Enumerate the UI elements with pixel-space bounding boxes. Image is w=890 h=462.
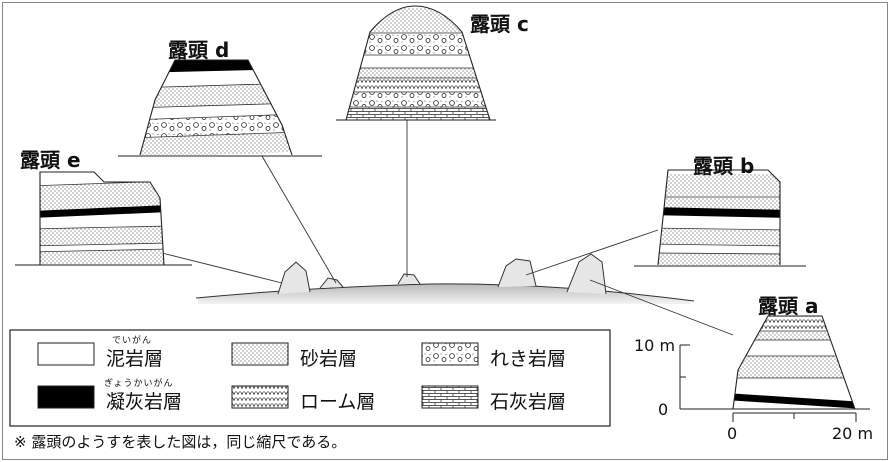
outcrop-label-a: 露頭 a — [758, 294, 819, 318]
scale-horizontal-right: 20 m — [832, 424, 874, 443]
legend-ruby-mudstone: でいがん — [112, 336, 153, 346]
legend-swatch-limestone — [421, 385, 479, 409]
scale-note: ※ 露頭のようすを表した図は，同じ縮尺である。 — [14, 433, 347, 451]
outcrop-a — [690, 315, 870, 410]
outcrop-label-d: 露頭 d — [168, 38, 230, 62]
outcrop-label-c: 露頭 c — [470, 12, 529, 36]
legend-swatch-tuff — [37, 385, 95, 409]
scale-bars — [679, 344, 857, 422]
scale-vertical-bottom: 0 — [658, 400, 669, 419]
legend-swatch-loam — [231, 385, 289, 409]
legend-ruby-tuff: ぎょうかいがん — [104, 379, 174, 389]
legend-swatch-conglomerate — [421, 342, 479, 366]
legend-label-mudstone: 泥岩層 — [106, 348, 164, 370]
outcrop-e — [15, 171, 192, 266]
legend-label-tuff: 凝灰岩層 — [106, 391, 183, 413]
legend-box — [9, 329, 611, 427]
legend-label-limestone: 石灰岩層 — [490, 391, 567, 413]
hill-landscape — [195, 253, 695, 304]
outcrop-label-e: 露頭 e — [20, 148, 81, 172]
legend-label-conglomerate: れき岩層 — [490, 348, 567, 370]
legend-label-loam: ローム層 — [300, 391, 376, 413]
legend-swatch-sandstone — [231, 342, 289, 366]
legend-swatch-mudstone — [37, 342, 95, 366]
legend-label-sandstone: 砂岩層 — [300, 348, 358, 370]
outcrop-d — [118, 59, 322, 157]
scale-vertical-top: 10 m — [634, 336, 676, 355]
scale-horizontal-left: 0 — [727, 424, 738, 443]
outcrop-label-b: 露頭 b — [693, 154, 755, 178]
outcrop-b — [634, 169, 806, 267]
leader-lines — [161, 120, 734, 336]
